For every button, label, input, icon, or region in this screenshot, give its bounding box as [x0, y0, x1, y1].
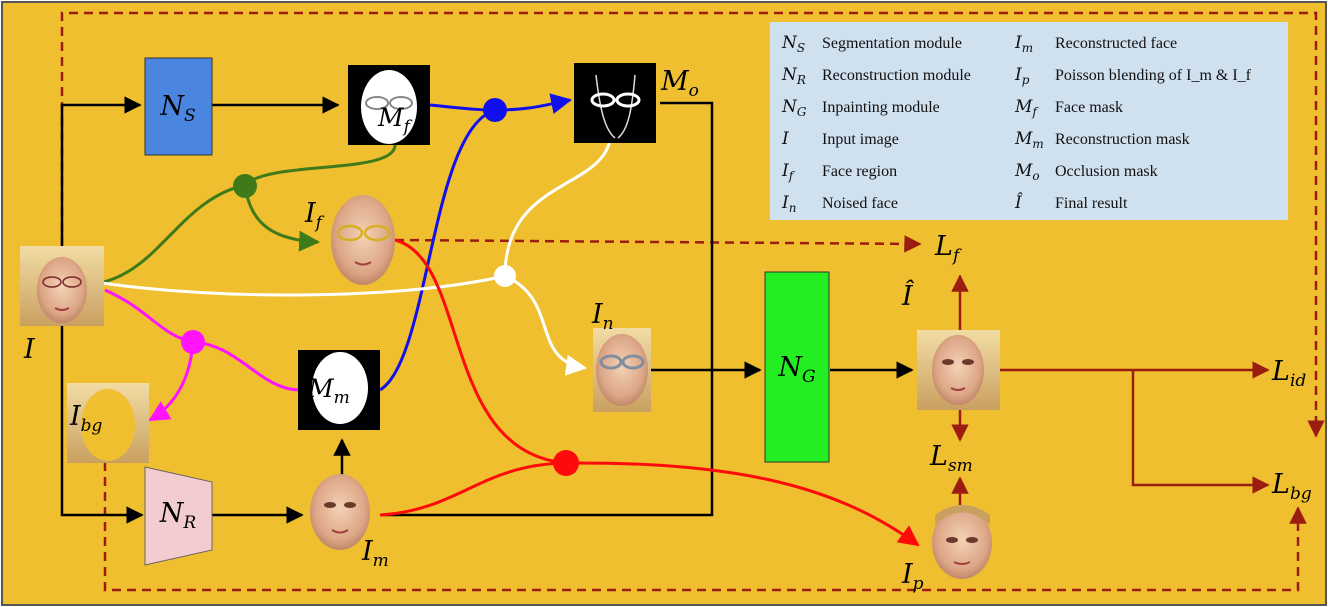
reconstruction-mask-label: Mm — [307, 374, 350, 408]
face-region-label: If — [304, 198, 325, 233]
legend-description: Reconstructed face — [1055, 35, 1177, 52]
legend-symbol: Mf — [1014, 97, 1039, 119]
legend: NS Segmentation module Im Reconstructed fac… — [781, 33, 1252, 215]
input-label: I — [23, 334, 36, 365]
green-junction — [233, 174, 257, 198]
red-path-c — [564, 461, 920, 547]
reconstruction-mask-image — [298, 350, 380, 430]
loss-lid-label: Lid — [1271, 356, 1306, 391]
white-junction — [494, 265, 516, 287]
seg-module-label: NS — [159, 91, 195, 126]
dashed-face-region-path — [394, 235, 922, 253]
blue-junction — [483, 98, 507, 122]
rec-module-label: NR — [159, 498, 197, 533]
dashed-top-path — [60, 11, 1325, 438]
final-result-image — [917, 330, 1000, 410]
white-path-a — [101, 274, 506, 297]
white-path-c — [504, 274, 588, 376]
legend-description: Inpainting module — [822, 99, 940, 116]
rec-module-box — [144, 466, 213, 566]
legend-symbol: Mo — [1014, 161, 1040, 183]
legend-description: Input image — [822, 131, 899, 148]
input-to-seg-arrow — [60, 96, 142, 246]
legend-description: Reconstruction mask — [1055, 131, 1190, 148]
legend-symbol: Î — [1014, 192, 1023, 213]
legend-symbol: NG — [781, 97, 807, 119]
green-path-b — [99, 183, 246, 285]
reconstructed-face-image — [310, 474, 370, 550]
legend-symbol: NS — [781, 33, 805, 55]
loss-lf-label: Lf — [934, 231, 962, 266]
poisson-blend-label: Ip — [901, 559, 924, 594]
legend-box — [770, 22, 1288, 220]
face-region-image — [331, 195, 395, 285]
blue-path-a — [379, 108, 496, 392]
green-path-a — [243, 144, 397, 187]
red-path-a — [394, 238, 566, 465]
legend-symbol: Ip — [1014, 65, 1030, 87]
dashed-bottom-path — [103, 462, 1307, 592]
input-image — [20, 246, 104, 326]
legend-symbol: If — [781, 161, 796, 183]
noised-face-label: In — [591, 299, 614, 334]
legend-description: Poisson blending of I_m & I_f — [1055, 67, 1252, 84]
seg-module-box — [144, 57, 213, 156]
magenta-junction — [181, 330, 205, 354]
legend-symbol: I — [781, 129, 789, 149]
background-label: Ibg — [69, 401, 103, 436]
legend-description: Occlusion mask — [1055, 163, 1158, 180]
legend-description: Segmentation module — [822, 35, 962, 52]
background-image — [67, 383, 149, 463]
poisson-blend-image — [932, 505, 992, 579]
red-junction — [553, 450, 579, 476]
face-mask-label: Mf — [377, 103, 413, 137]
occlusion-mask-image — [574, 63, 656, 143]
legend-symbol: Mm — [1014, 129, 1044, 151]
legend-description: Face region — [822, 163, 897, 180]
red-path-b — [379, 461, 566, 517]
inp-module-box — [764, 271, 830, 463]
noised-face-image — [593, 328, 651, 412]
final-result-label: Î — [901, 279, 915, 312]
legend-description: Face mask — [1055, 99, 1123, 116]
input-to-rec-arrow — [60, 325, 144, 524]
loss-lsm-label: Lsm — [929, 441, 973, 476]
legend-description: Final result — [1055, 195, 1128, 212]
occlusion-mask-label: Mo — [660, 66, 699, 101]
white-path-b — [503, 139, 612, 277]
legend-symbol: Im — [1014, 33, 1033, 55]
legend-description: Reconstruction module — [822, 67, 971, 84]
magenta-path-b — [192, 340, 301, 392]
reconstructed-face-label: Im — [361, 536, 389, 571]
loss-lbg-label: Lbg — [1271, 469, 1312, 504]
legend-description: Noised face — [822, 195, 898, 212]
inp-module-label: NG — [777, 352, 815, 387]
face-mask-image — [348, 65, 430, 145]
occmask-feedback-line — [380, 101, 714, 517]
legend-symbol: NR — [781, 65, 806, 87]
legend-symbol: In — [781, 193, 796, 215]
final-to-lbg-arrow — [1131, 370, 1270, 494]
